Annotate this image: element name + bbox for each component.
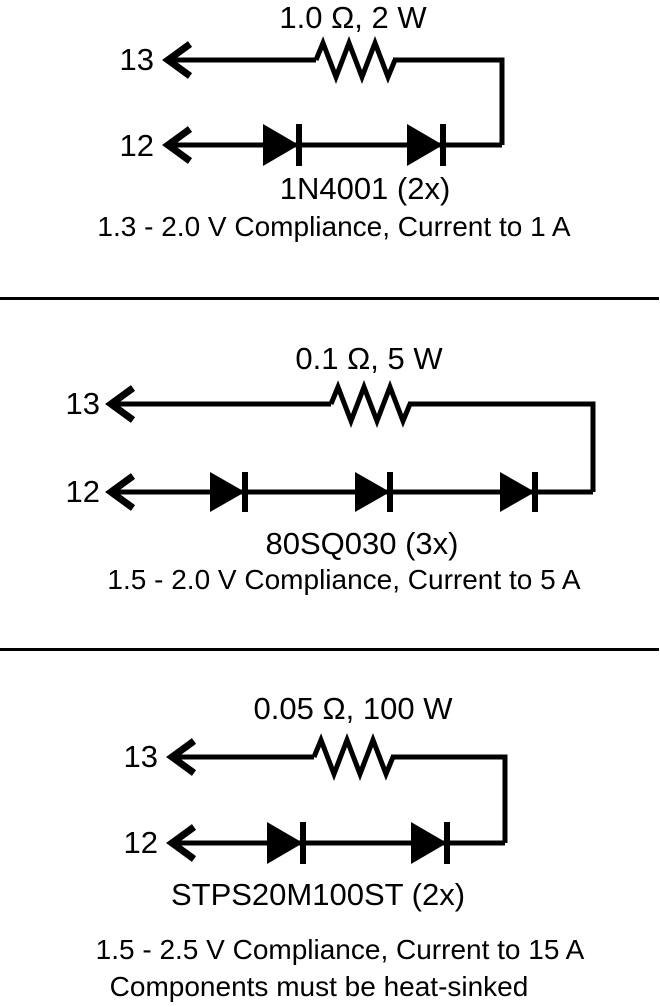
diode-triangle — [411, 822, 447, 864]
diode-symbol — [355, 472, 393, 512]
diode-symbol — [210, 472, 248, 512]
diode-triangle — [500, 472, 535, 512]
compliance-text: 1.3 - 2.0 V Compliance, Current to 1 A — [97, 211, 571, 242]
arrow-left-icon — [166, 738, 197, 776]
resistor-label: 0.1 Ω, 5 W — [295, 341, 443, 376]
diode-symbol — [407, 124, 446, 166]
terminal-13-label: 13 — [66, 386, 100, 421]
terminal-12-label: 12 — [120, 128, 154, 163]
diode-triangle — [267, 822, 303, 864]
terminal-12-label: 12 — [124, 825, 158, 860]
arrow-left-icon — [162, 41, 193, 79]
arrow-left-icon — [166, 824, 197, 862]
section-divider — [0, 648, 659, 651]
circuit-2-schematic: 13 12 — [66, 379, 596, 512]
resistor-symbol — [311, 732, 396, 782]
diode-label: 80SQ030 (3x) — [265, 526, 459, 561]
resistor-label: 0.05 Ω, 100 W — [253, 691, 453, 726]
diode-symbol — [267, 822, 306, 864]
arrow-left-icon — [105, 385, 136, 423]
arrow-left-icon — [162, 126, 193, 164]
diode-label: 1N4001 (2x) — [279, 171, 451, 206]
heatsink-note: Components must be heat-sinked — [109, 971, 529, 1002]
arrow-left-icon — [105, 473, 136, 511]
terminal-13-label: 13 — [120, 42, 154, 77]
diode-triangle — [210, 472, 245, 512]
diode-symbol — [411, 822, 450, 864]
resistor-label: 1.0 Ω, 2 W — [279, 0, 427, 35]
resistor-symbol — [328, 379, 413, 429]
diode-symbol — [500, 472, 538, 512]
resistor-symbol — [313, 35, 398, 85]
compliance-text: 1.5 - 2.5 V Compliance, Current to 15 A — [95, 934, 585, 965]
wire — [408, 401, 596, 492]
compliance-text: 1.5 - 2.0 V Compliance, Current to 5 A — [107, 564, 581, 595]
diode-symbol — [263, 124, 302, 166]
terminal-13-label: 13 — [124, 739, 158, 774]
diode-triangle — [407, 124, 443, 166]
terminal-12-label: 12 — [66, 474, 100, 509]
circuit-1-schematic: 13 12 — [120, 35, 505, 166]
circuit-3-schematic: 13 12 — [124, 732, 508, 864]
wire — [391, 754, 508, 843]
diode-label: STPS20M100ST (2x) — [170, 877, 466, 912]
wire — [393, 57, 505, 145]
diode-triangle — [263, 124, 299, 166]
section-divider — [0, 297, 659, 300]
diode-triangle — [355, 472, 390, 512]
